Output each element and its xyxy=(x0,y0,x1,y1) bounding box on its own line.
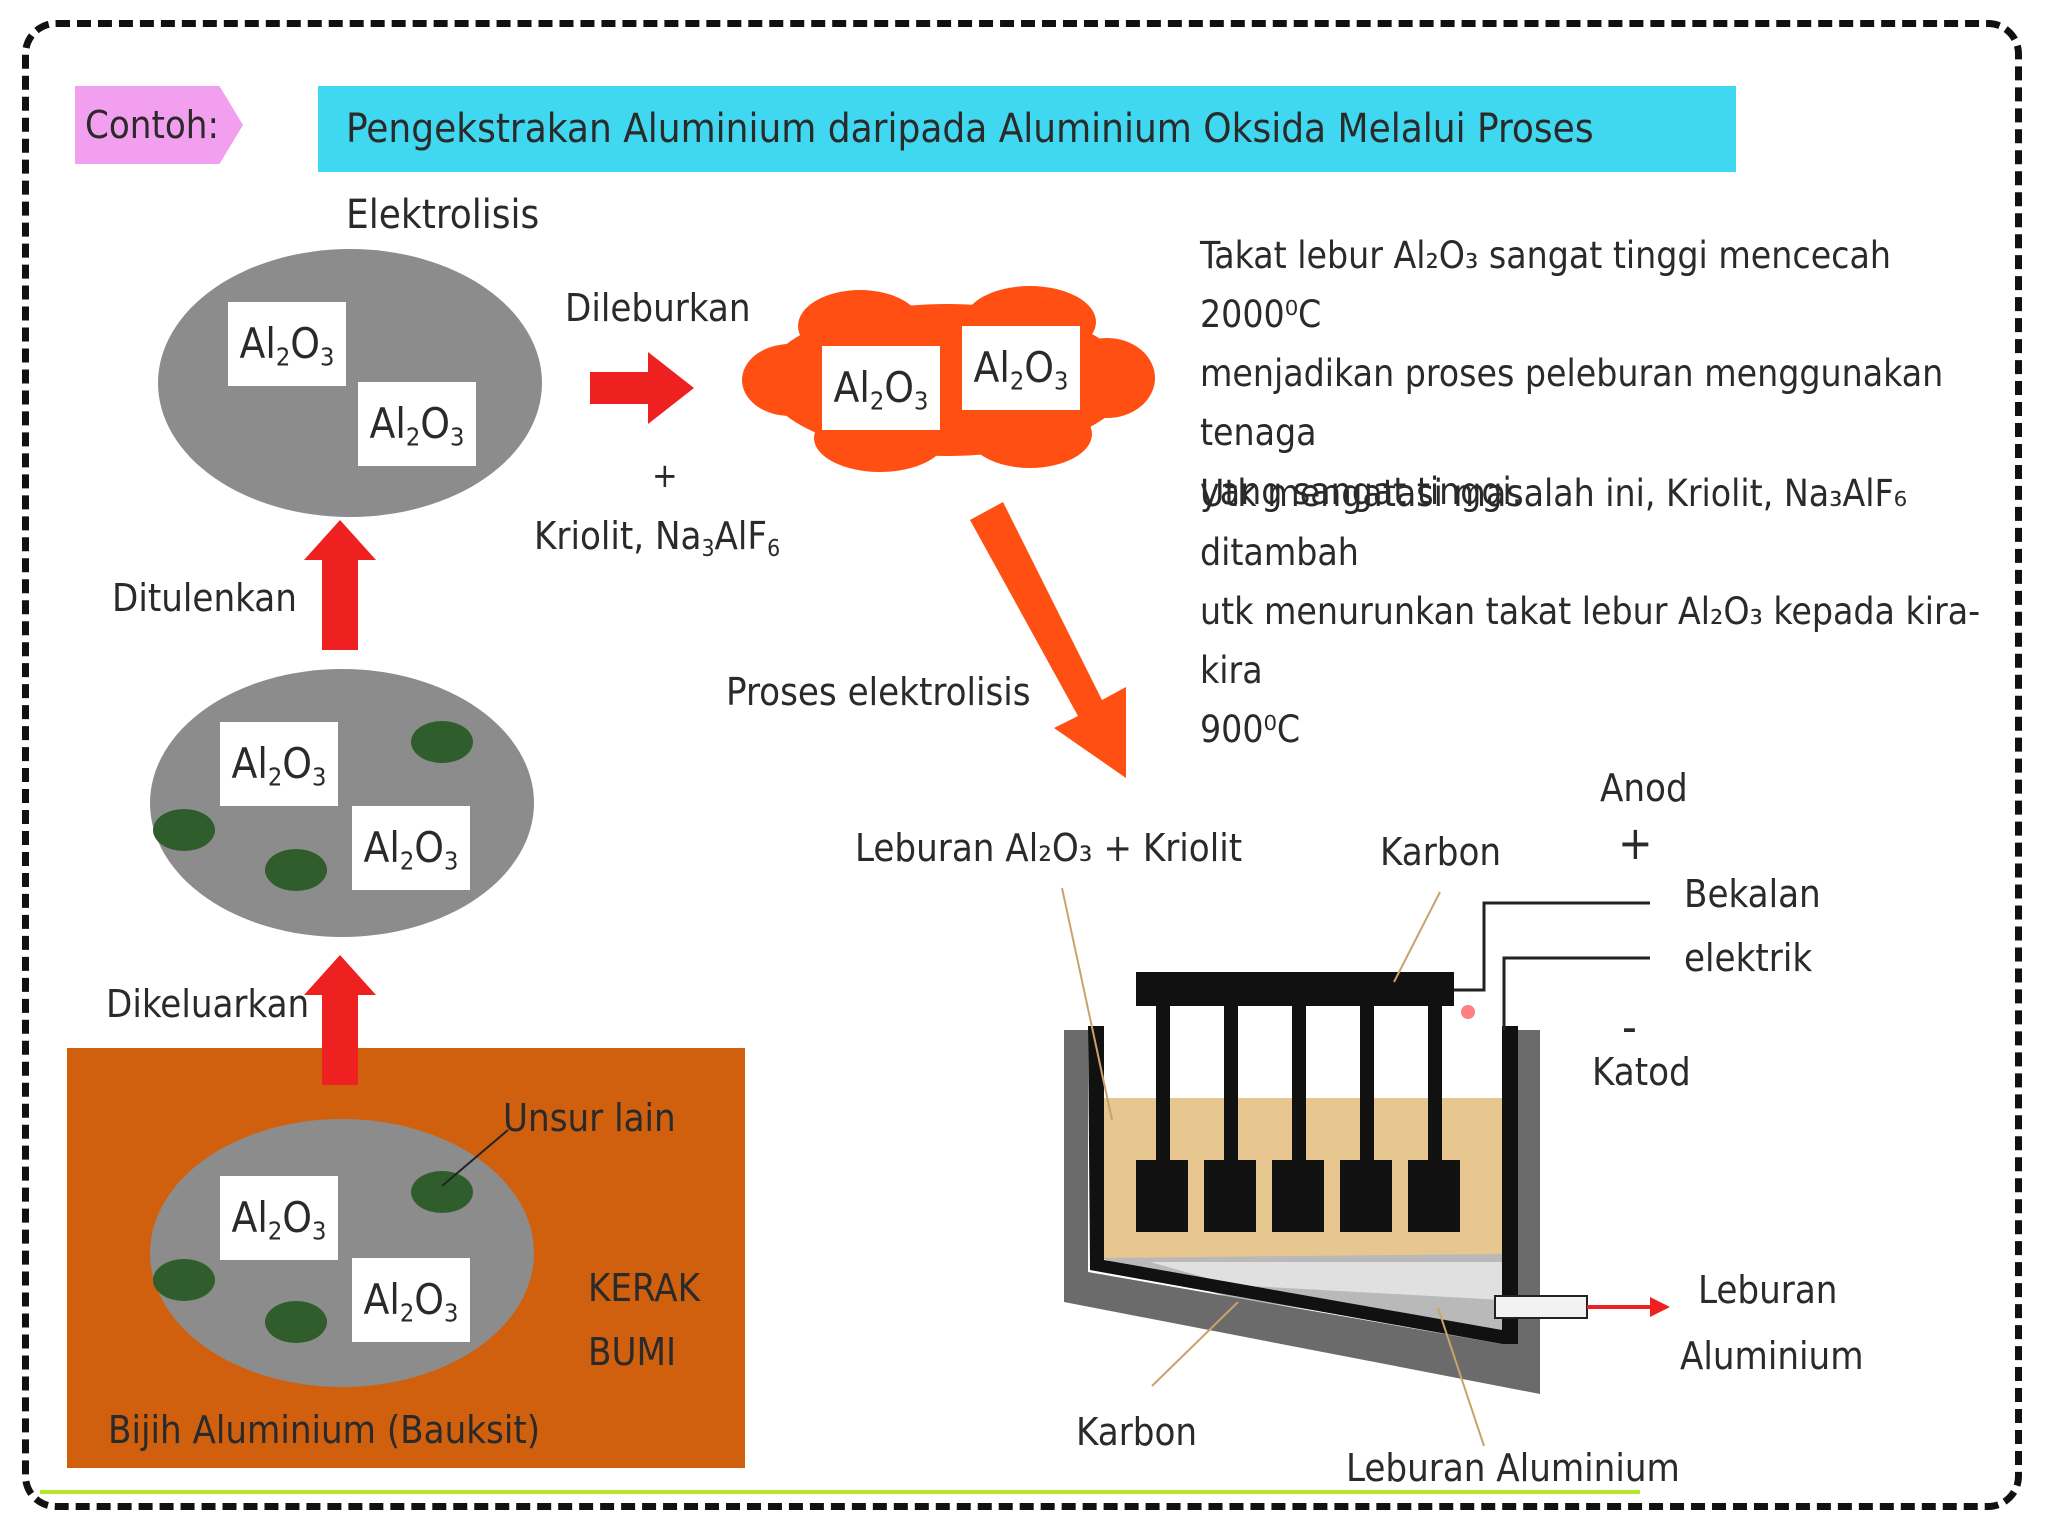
arrow-right-melt xyxy=(590,352,694,424)
al2o3-box: Al2O3 xyxy=(220,1176,338,1260)
page-frame xyxy=(22,20,2022,1510)
label-out-line2: Aluminium xyxy=(1680,1334,1864,1378)
label-cryolite: Kriolit, Na3AlF6 xyxy=(534,514,781,562)
label-other-elements: Unsur lain xyxy=(503,1096,676,1140)
molten-cloud xyxy=(742,286,1155,472)
impurity-blob xyxy=(153,809,215,851)
label-cathode: Katod xyxy=(1592,1050,1691,1094)
carbon-bottom-pointer xyxy=(1151,1301,1239,1387)
impurity-blobs xyxy=(153,721,473,1343)
label-out-line1: Leburan xyxy=(1698,1268,1838,1312)
al2o3-box: Al2O3 xyxy=(822,346,940,430)
cathode-wire xyxy=(1502,956,1650,1030)
impurity-blob xyxy=(265,1301,327,1343)
info-paragraph-2: Utk mengatasi masalah ini, Kriolit, Na₃A… xyxy=(1200,472,1981,751)
impurity-blob xyxy=(411,1171,473,1213)
label-electrolysis: Proses elektrolisis xyxy=(726,670,1031,714)
label-supply-line1: Bekalan xyxy=(1684,872,1821,916)
arrow-up-purified xyxy=(304,520,376,650)
label-bauxite: Bijih Aluminium (Bauksit) xyxy=(108,1408,541,1452)
anode-blocks xyxy=(1136,1160,1460,1232)
al2o3-box: Al2O3 xyxy=(228,302,346,386)
purified-ore-ellipse xyxy=(158,249,542,517)
label-anode-plus: + xyxy=(1618,816,1653,870)
label-anode: Anod xyxy=(1600,766,1688,810)
label-removed: Dikeluarkan xyxy=(106,982,310,1026)
example-tag: Contoh: xyxy=(75,86,243,164)
extracted-ore-ellipse xyxy=(150,669,534,937)
bauxite-ore-ellipse xyxy=(150,1119,534,1387)
label-plus: + xyxy=(652,456,678,496)
melt-pointer xyxy=(1061,887,1113,1121)
label-crust-line2: BUMI xyxy=(588,1330,677,1374)
label-carbon-top: Karbon xyxy=(1380,830,1502,874)
page-title: Pengekstrakan Aluminium daripada Alumini… xyxy=(318,86,1736,238)
al2o3-box: Al2O3 xyxy=(352,806,470,890)
arrow-electrolysis xyxy=(970,502,1126,778)
molten-al-pointer xyxy=(1437,1307,1485,1447)
outflow-arrowhead xyxy=(1650,1297,1670,1317)
label-molten-aluminium: Leburan Aluminium xyxy=(1346,1446,1680,1490)
al2o3-box: Al2O3 xyxy=(352,1258,470,1342)
label-cathode-minus: - xyxy=(1622,1000,1637,1054)
al2o3-box: Al2O3 xyxy=(220,722,338,806)
label-supply-line2: elektrik xyxy=(1684,936,1813,980)
other-elements-pointer xyxy=(441,1129,509,1187)
label-melted: Dileburkan xyxy=(565,286,751,330)
info-paragraph-1: Takat lebur Al₂O₃ sangat tinggi mencecah… xyxy=(1200,234,1944,513)
impurity-blob xyxy=(265,849,327,891)
anode-wire xyxy=(1454,901,1650,992)
impurity-blob xyxy=(411,721,473,763)
label-melt-cryolite: Leburan Al₂O₃ + Kriolit xyxy=(855,826,1243,870)
electrolytic-cell xyxy=(1061,887,1670,1447)
cell-outer-wall xyxy=(1064,1030,1540,1394)
label-carbon-bottom: Karbon xyxy=(1076,1410,1198,1454)
arrow-up-removed xyxy=(304,955,376,1085)
label-crust-line1: KERAK xyxy=(588,1266,701,1310)
carbon-top-pointer xyxy=(1393,891,1441,983)
al2o3-box: Al2O3 xyxy=(358,382,476,466)
al2o3-box: Al2O3 xyxy=(962,326,1080,410)
label-purified: Ditulenkan xyxy=(112,576,297,620)
impurity-blob xyxy=(153,1259,215,1301)
outlet-pipe xyxy=(1494,1295,1588,1319)
